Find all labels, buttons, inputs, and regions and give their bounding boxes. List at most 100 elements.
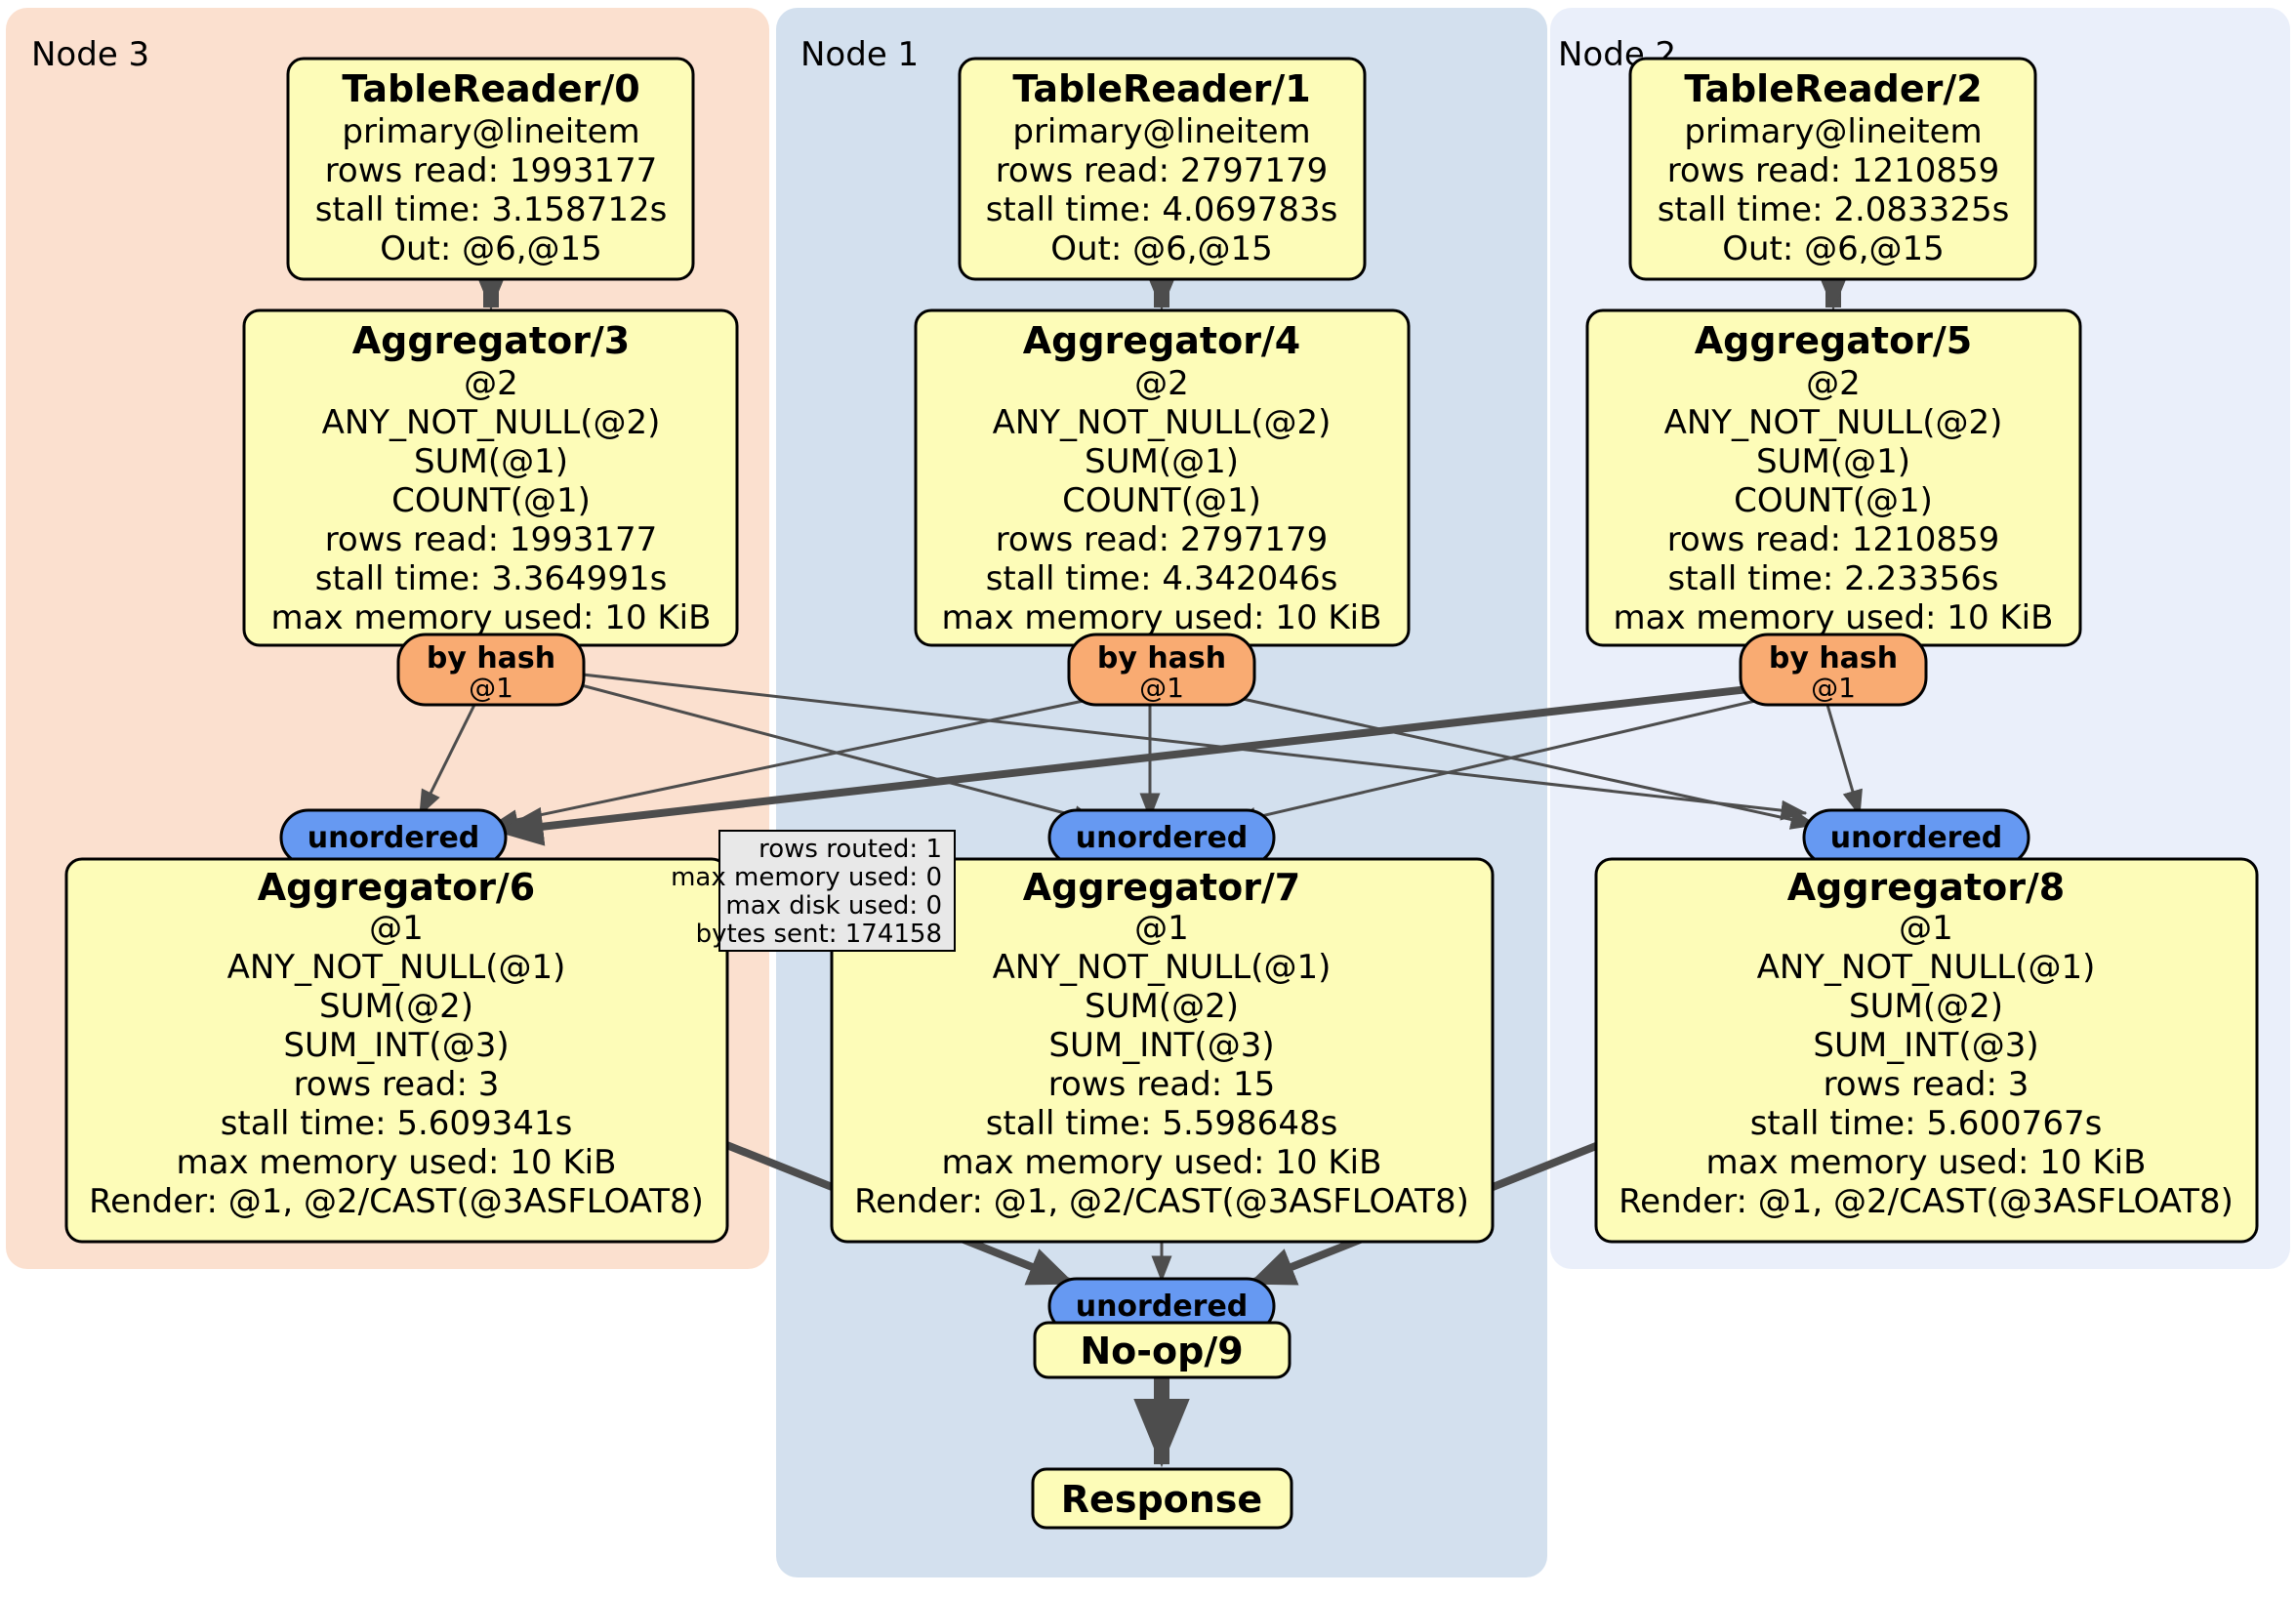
- processor-detail-line: Render: @1, @2/CAST(@3ASFLOAT8): [1619, 1182, 2234, 1221]
- processor-detail-line: @2: [464, 364, 518, 403]
- processor-detail-line: @2: [1134, 364, 1189, 403]
- processor-detail-line: COUNT(@1): [1734, 481, 1933, 520]
- stats-line: max memory used: 0: [671, 863, 942, 892]
- synchronizer-unordered-aggregator6[interactable]: unordered: [279, 808, 508, 867]
- processor-detail-line: ANY_NOT_NULL(@1): [993, 948, 1332, 987]
- processor-detail-line: rows read: 1993177: [325, 520, 658, 559]
- processor-title: Aggregator/3: [352, 319, 631, 362]
- stats-line: max disk used: 0: [725, 891, 942, 921]
- cluster-label-node3: Node 3: [31, 35, 149, 74]
- processor-detail-line: rows read: 2797179: [996, 520, 1329, 559]
- processor-detail-line: ANY_NOT_NULL(@2): [993, 403, 1332, 442]
- processor-detail-line: SUM_INT(@3): [1048, 1026, 1274, 1065]
- synchronizer-unordered-aggregator8[interactable]: unordered: [1802, 808, 2030, 867]
- processor-detail-line: @2: [1806, 364, 1861, 403]
- processor-aggregator7[interactable]: Aggregator/7 @1 ANY_NOT_NULL(@1) SUM(@2)…: [830, 857, 1495, 1244]
- processor-detail-line: @1: [1134, 909, 1189, 948]
- processor-detail-line: stall time: 5.598648s: [986, 1104, 1338, 1143]
- processor-aggregator4[interactable]: Aggregator/4 @2 ANY_NOT_NULL(@2) SUM(@1)…: [914, 308, 1411, 647]
- processor-detail-line: ANY_NOT_NULL(@2): [322, 403, 661, 442]
- processor-detail-line: stall time: 4.342046s: [986, 559, 1338, 598]
- synchronizer-label: unordered: [1076, 821, 1249, 855]
- processor-detail-line: COUNT(@1): [391, 481, 591, 520]
- processor-detail-line: rows read: 3: [1824, 1065, 2030, 1104]
- stats-line: rows routed: 1: [758, 835, 942, 864]
- processor-detail-line: COUNT(@1): [1062, 481, 1261, 520]
- synchronizer-unordered-noop9[interactable]: unordered: [1047, 1277, 1276, 1335]
- processor-response[interactable]: Response: [1031, 1467, 1293, 1530]
- processor-title: TableReader/0: [342, 67, 639, 110]
- processor-detail-line: SUM(@1): [1085, 442, 1239, 481]
- processor-noop9[interactable]: No-op/9: [1033, 1321, 1292, 1379]
- cluster-label-node1: Node 1: [800, 35, 919, 74]
- synchronizer-label: unordered: [1076, 1290, 1249, 1324]
- processor-title: Aggregator/5: [1695, 319, 1973, 362]
- processor-detail-line: stall time: 3.364991s: [315, 559, 668, 598]
- router-label: by hash: [1769, 641, 1898, 676]
- processor-title: Aggregator/8: [1787, 866, 2066, 909]
- processor-detail-line: SUM(@2): [1849, 987, 2003, 1026]
- processor-title: Aggregator/6: [258, 866, 536, 909]
- processor-detail-line: stall time: 4.069783s: [986, 190, 1338, 229]
- processor-detail-line: Out: @6,@15: [1722, 229, 1945, 268]
- processor-detail-line: @1: [1899, 909, 1953, 948]
- processor-detail-line: SUM_INT(@3): [283, 1026, 509, 1065]
- router-byhash-aggregator4[interactable]: by hash @1: [1067, 633, 1256, 707]
- processor-detail-line: SUM(@2): [1085, 987, 1239, 1026]
- edge-byhash4-unordered6: [491, 696, 1098, 831]
- processor-detail-line: max memory used: 10 KiB: [1706, 1143, 2147, 1182]
- synchronizer-label: unordered: [308, 821, 480, 855]
- processor-detail-line: stall time: 5.600767s: [1750, 1104, 2103, 1143]
- router-sublabel: @1: [1139, 672, 1184, 704]
- processor-detail-line: max memory used: 10 KiB: [271, 598, 712, 637]
- edge-stats-box: rows routed: 1 max memory used: 0 max di…: [671, 830, 956, 952]
- processor-detail-line: max memory used: 10 KiB: [942, 598, 1382, 637]
- processor-detail-line: SUM(@1): [1756, 442, 1910, 481]
- processor-detail-line: max memory used: 10 KiB: [177, 1143, 617, 1182]
- processor-aggregator8[interactable]: Aggregator/8 @1 ANY_NOT_NULL(@1) SUM(@2)…: [1594, 857, 2259, 1244]
- processor-title: Aggregator/7: [1023, 866, 1301, 909]
- processor-detail-line: stall time: 5.609341s: [221, 1104, 573, 1143]
- edge-byhash5-unordered7: [1230, 699, 1756, 828]
- processor-detail-line: ANY_NOT_NULL(@2): [1664, 403, 2003, 442]
- processor-detail-line: ANY_NOT_NULL(@1): [1757, 948, 2096, 987]
- router-byhash-aggregator5[interactable]: by hash @1: [1739, 633, 1928, 707]
- processor-detail-line: stall time: 3.158712s: [315, 190, 668, 229]
- edge-byhash4-unordered8: [1233, 695, 1818, 830]
- router-sublabel: @1: [469, 672, 513, 704]
- processor-title: No-op/9: [1080, 1330, 1243, 1372]
- router-sublabel: @1: [1811, 672, 1856, 704]
- processor-aggregator5[interactable]: Aggregator/5 @2 ANY_NOT_NULL(@2) SUM(@1)…: [1585, 308, 2082, 647]
- processor-aggregator6[interactable]: Aggregator/6 @1 ANY_NOT_NULL(@1) SUM(@2)…: [64, 857, 729, 1244]
- router-byhash-aggregator3[interactable]: by hash @1: [396, 633, 586, 707]
- processor-detail-line: stall time: 2.083325s: [1658, 190, 2010, 229]
- processor-aggregator3[interactable]: Aggregator/3 @2 ANY_NOT_NULL(@2) SUM(@1)…: [242, 308, 739, 647]
- processor-detail-line: rows read: 2797179: [996, 151, 1329, 190]
- processor-tablereader1[interactable]: TableReader/1 primary@lineitem rows read…: [958, 57, 1367, 281]
- processor-detail-line: @1: [369, 909, 424, 948]
- processor-detail-line: SUM(@2): [319, 987, 473, 1026]
- processor-detail-line: ANY_NOT_NULL(@1): [227, 948, 566, 987]
- processor-detail-line: primary@lineitem: [1684, 112, 1982, 151]
- processor-detail-line: Out: @6,@15: [1050, 229, 1273, 268]
- processor-detail-line: primary@lineitem: [342, 112, 639, 151]
- processor-tablereader2[interactable]: TableReader/2 primary@lineitem rows read…: [1628, 57, 2037, 281]
- router-label: by hash: [1097, 641, 1226, 676]
- edge-byhash5-unordered6: [496, 684, 1758, 846]
- processor-detail-line: Render: @1, @2/CAST(@3ASFLOAT8): [89, 1182, 704, 1221]
- edge-byhash3-unordered8: [573, 672, 1808, 821]
- processor-tablereader0[interactable]: TableReader/0 primary@lineitem rows read…: [286, 57, 695, 281]
- processor-title: TableReader/2: [1684, 67, 1982, 110]
- synchronizer-unordered-aggregator7[interactable]: unordered: [1047, 808, 1276, 867]
- processor-title: Aggregator/4: [1023, 319, 1301, 362]
- processor-title: TableReader/1: [1012, 67, 1310, 110]
- synchronizer-label: unordered: [1830, 821, 2003, 855]
- edge-byhash3-unordered6: [418, 704, 476, 817]
- router-label: by hash: [427, 641, 555, 676]
- processor-detail-line: rows read: 1993177: [325, 151, 658, 190]
- edge-byhash5-unordered8: [1825, 704, 1863, 817]
- processor-detail-line: max memory used: 10 KiB: [942, 1143, 1382, 1182]
- processor-detail-line: SUM(@1): [414, 442, 568, 481]
- processor-detail-line: SUM_INT(@3): [1813, 1026, 2038, 1065]
- processor-detail-line: rows read: 1210859: [1667, 520, 2000, 559]
